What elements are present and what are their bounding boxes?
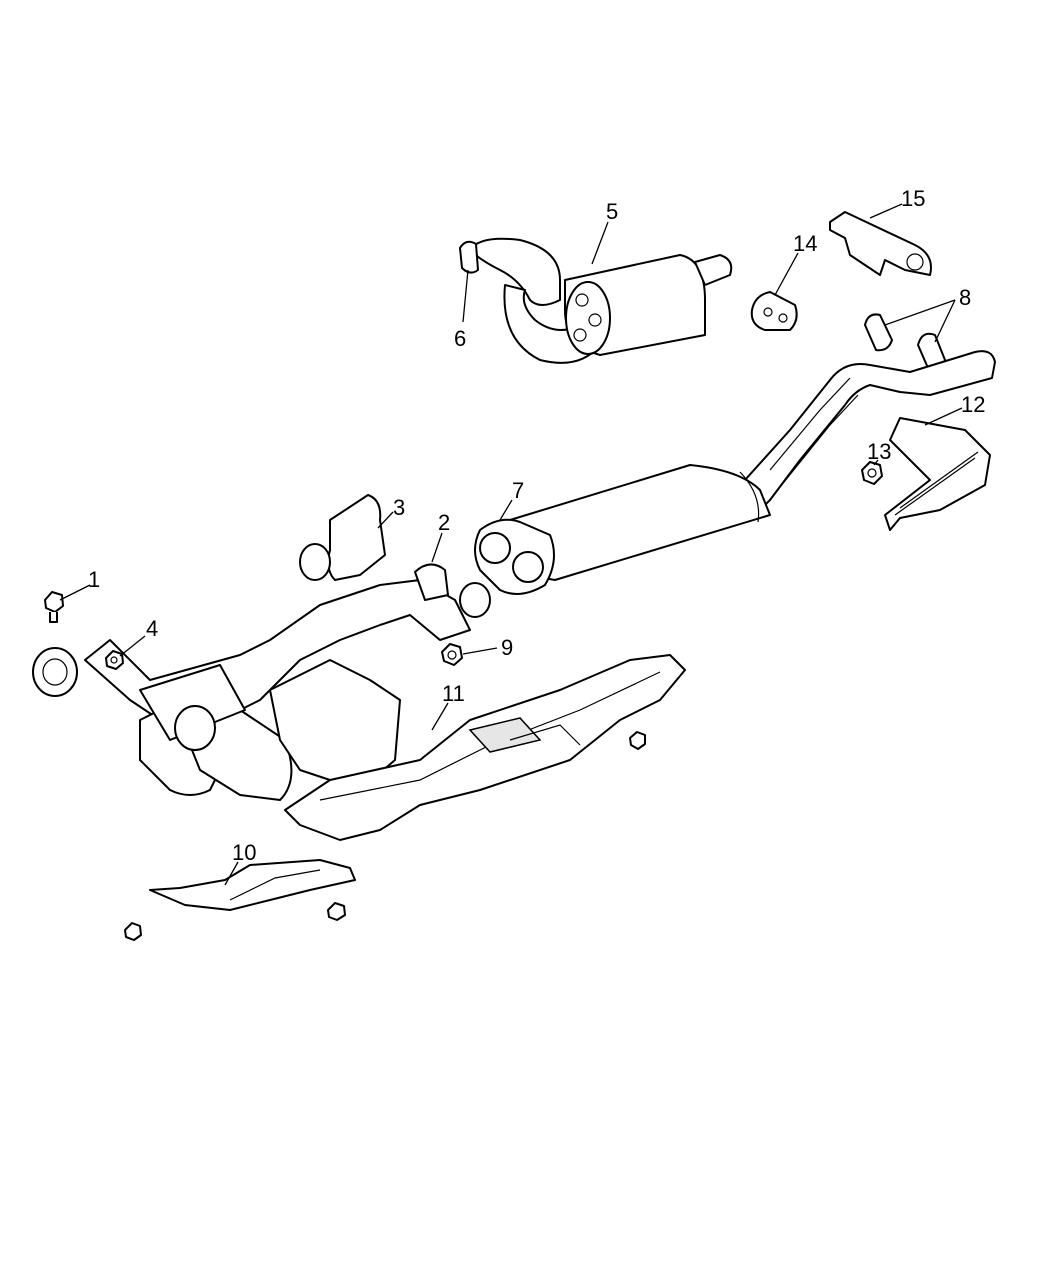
- intermediate-pipe: [744, 350, 996, 511]
- part-10-heat-shield[interactable]: [124, 859, 356, 941]
- part-11-heat-shield[interactable]: [284, 654, 686, 841]
- callout-12: 12: [961, 392, 985, 417]
- leader-lines: [59, 203, 963, 886]
- part-15-bracket[interactable]: [829, 211, 932, 276]
- part-6-clamp[interactable]: [459, 240, 479, 274]
- callout-3: 3: [393, 495, 405, 520]
- callout-2: 2: [438, 510, 450, 535]
- part-4-nut[interactable]: [105, 650, 124, 670]
- callout-14: 14: [793, 231, 817, 256]
- part-5-rear-muffler[interactable]: [469, 237, 733, 364]
- callout-1: 1: [88, 567, 100, 592]
- part-1-bolt[interactable]: [44, 591, 64, 623]
- callout-13: 13: [867, 439, 891, 464]
- front-y-pipe: [32, 563, 491, 801]
- callout-15: 15: [901, 186, 925, 211]
- part-9-nut[interactable]: [441, 643, 463, 666]
- part-8-isolators[interactable]: [864, 313, 946, 370]
- part-14-isolator[interactable]: [750, 291, 798, 331]
- part-13-nut[interactable]: [861, 461, 883, 485]
- callout-5: 5: [606, 199, 618, 224]
- callout-4: 4: [146, 616, 158, 641]
- callout-11: 11: [442, 681, 465, 706]
- callout-6: 6: [454, 326, 466, 351]
- callout-7: 7: [512, 478, 524, 503]
- callout-8: 8: [959, 285, 971, 310]
- callout-9: 9: [501, 635, 513, 660]
- part-3-bracket[interactable]: [299, 494, 386, 581]
- part-7-muffler[interactable]: [474, 464, 771, 595]
- part-12-heat-shield[interactable]: [884, 417, 991, 531]
- callout-10: 10: [232, 840, 256, 865]
